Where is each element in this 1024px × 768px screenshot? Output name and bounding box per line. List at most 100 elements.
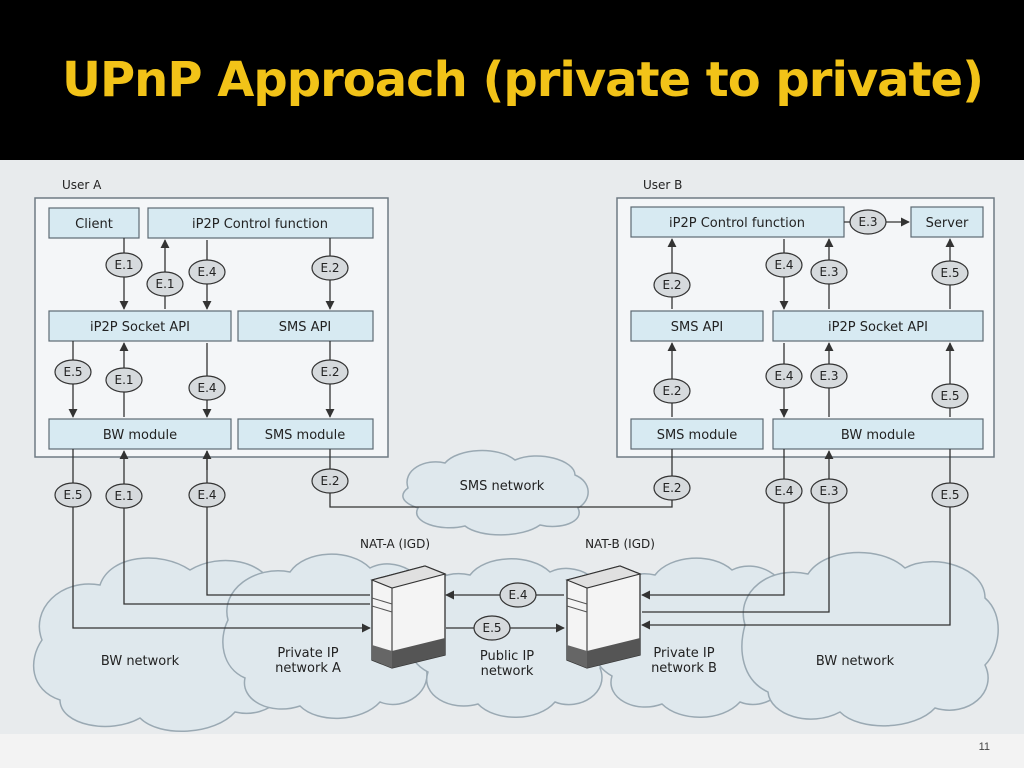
- control-function-a-box: iP2P Control function: [147, 207, 374, 239]
- event-label: E.5: [940, 266, 959, 280]
- event-label: E.3: [819, 265, 838, 279]
- event-oval: [765, 252, 803, 278]
- bw-module-b-box: BW module: [772, 418, 984, 450]
- event-label: E.2: [320, 365, 339, 379]
- slide-title: UPnP Approach (private to private): [62, 52, 984, 108]
- event-label: E.5: [940, 488, 959, 502]
- event-label: E.2: [320, 261, 339, 275]
- event-oval: [188, 482, 226, 508]
- event-oval: [105, 367, 143, 393]
- event-label: E.3: [819, 369, 838, 383]
- title-bar: UPnP Approach (private to private): [0, 0, 1024, 160]
- event-oval: [849, 209, 887, 235]
- nat-a-label: NAT-A (IGD): [360, 537, 430, 551]
- bw-module-a-box: BW module: [48, 418, 232, 450]
- socket-api-a-label: iP2P Socket API: [90, 320, 190, 335]
- sms-api-b-box: SMS API: [630, 310, 764, 342]
- diagram-area: User A User B Client iP2P Control functi…: [0, 160, 1024, 734]
- nat-a-device: [370, 565, 447, 669]
- control-function-a-label: iP2P Control function: [192, 217, 328, 232]
- event-label: E.5: [63, 365, 82, 379]
- event-oval: [54, 359, 92, 385]
- slide-number: 11: [978, 741, 990, 753]
- event-label: E.4: [774, 369, 793, 383]
- sms-module-b-box: SMS module: [630, 418, 764, 450]
- user-a-label: User A: [62, 178, 102, 192]
- event-oval: [810, 259, 848, 285]
- event-label: E.4: [774, 258, 793, 272]
- event-oval: [765, 478, 803, 504]
- sms-network-label: SMS network: [460, 479, 545, 494]
- event-oval: [810, 363, 848, 389]
- public-network-label-line1: Public IP: [480, 649, 534, 664]
- event-label: E.2: [662, 278, 681, 292]
- sms-api-b-label: SMS API: [671, 320, 723, 335]
- event-label: E.1: [114, 373, 133, 387]
- server-box: Server: [910, 206, 984, 238]
- nat-b-device: [565, 565, 642, 669]
- sms-module-b-label: SMS module: [657, 428, 738, 443]
- public-network-label-line2: network: [481, 664, 534, 679]
- event-labels: E.1 E.1 E.4 E.2 E.5 E.1 E.4 E.2 E.5 E.1 …: [63, 215, 959, 635]
- event-label: E.4: [197, 488, 216, 502]
- event-oval: [54, 482, 92, 508]
- event-oval: [311, 468, 349, 494]
- event-oval: [311, 359, 349, 385]
- event-oval: [931, 482, 969, 508]
- event-oval: [810, 478, 848, 504]
- event-label: E.2: [662, 481, 681, 495]
- event-oval: [653, 378, 691, 404]
- server-label: Server: [926, 216, 969, 231]
- event-label: E.1: [114, 258, 133, 272]
- event-label: E.5: [482, 621, 501, 635]
- nat-b-label: NAT-B (IGD): [585, 537, 655, 551]
- event-oval: [105, 252, 143, 278]
- sms-module-a-label: SMS module: [265, 428, 346, 443]
- private-network-b-label-line2: network B: [651, 661, 717, 676]
- bw-network-b-cloud: [741, 551, 999, 727]
- event-label: E.1: [155, 277, 174, 291]
- bw-module-a-label: BW module: [103, 428, 177, 443]
- private-network-a-label-line1: Private IP: [277, 646, 338, 661]
- event-label: E.5: [940, 389, 959, 403]
- event-oval: [473, 615, 511, 641]
- event-label: E.4: [197, 381, 216, 395]
- event-label: E.3: [819, 484, 838, 498]
- event-oval: [653, 475, 691, 501]
- event-label: E.4: [774, 484, 793, 498]
- private-network-a-label-line2: network A: [275, 661, 341, 676]
- bw-module-b-label: BW module: [841, 428, 915, 443]
- user-b-label: User B: [643, 178, 682, 192]
- event-oval: [188, 375, 226, 401]
- event-oval: [765, 363, 803, 389]
- event-label: E.4: [508, 588, 527, 602]
- socket-api-b-box: iP2P Socket API: [772, 310, 984, 342]
- sms-module-a-box: SMS module: [237, 418, 374, 450]
- control-function-b-label: iP2P Control function: [669, 216, 805, 231]
- event-label: E.2: [662, 384, 681, 398]
- upnp-diagram: User A User B Client iP2P Control functi…: [32, 178, 999, 733]
- slide-footer: 11: [0, 734, 1024, 768]
- control-function-b-box: iP2P Control function: [630, 206, 845, 238]
- event-oval: [188, 259, 226, 285]
- event-label: E.4: [197, 265, 216, 279]
- bw-network-b-label: BW network: [816, 654, 895, 669]
- client-label: Client: [75, 217, 113, 232]
- sms-api-a-label: SMS API: [279, 320, 331, 335]
- event-oval: [931, 260, 969, 286]
- sms-api-a-box: SMS API: [237, 310, 374, 342]
- event-oval: [105, 483, 143, 509]
- event-label: E.2: [320, 474, 339, 488]
- event-oval: [653, 272, 691, 298]
- socket-api-a-box: iP2P Socket API: [48, 310, 232, 342]
- private-network-b-label-line1: Private IP: [653, 646, 714, 661]
- event-ovals: [54, 209, 969, 641]
- event-label: E.1: [114, 489, 133, 503]
- event-oval: [311, 255, 349, 281]
- event-label: E.5: [63, 488, 82, 502]
- event-oval: [146, 271, 184, 297]
- event-oval: [931, 383, 969, 409]
- public-network-cloud: [407, 558, 616, 718]
- bw-network-a-label: BW network: [101, 654, 180, 669]
- event-oval: [499, 582, 537, 608]
